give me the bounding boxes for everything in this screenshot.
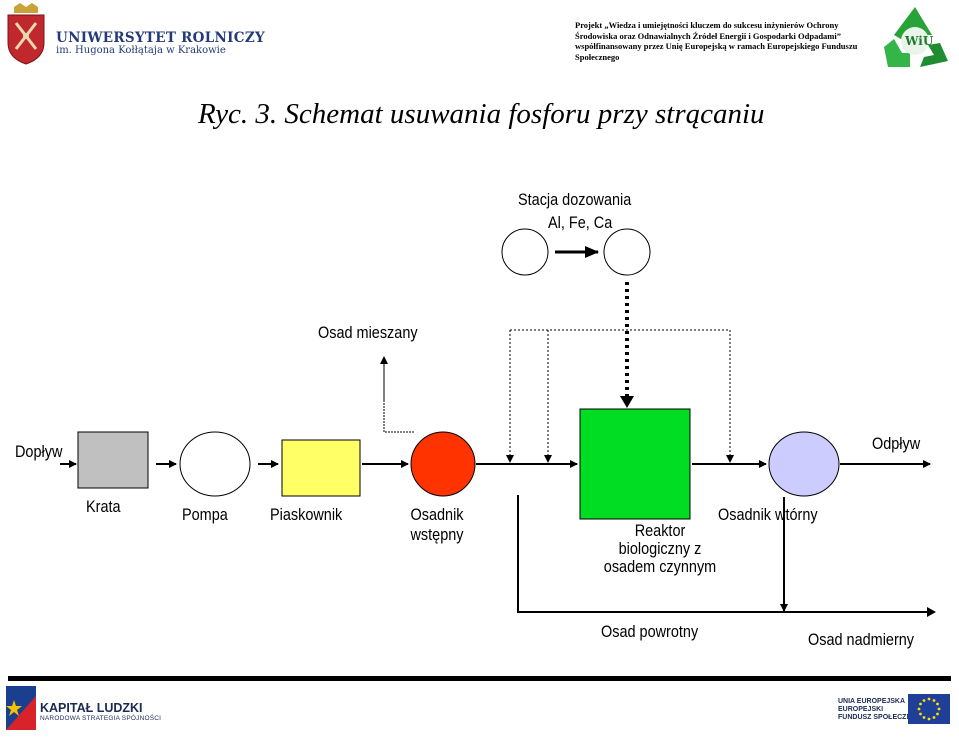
sand-trap-unit bbox=[281, 439, 361, 497]
pump-unit bbox=[179, 431, 251, 497]
mixed-sludge-label: Osad mieszany bbox=[318, 323, 418, 342]
footer-divider bbox=[8, 676, 951, 681]
secondary-settler-label: Osadnik wtórny bbox=[718, 505, 818, 524]
kapital-ludzki-icon bbox=[6, 686, 36, 730]
project-line: współfinansowany przez Unię Europejską w… bbox=[575, 41, 858, 51]
dosing-feed-arrowhead bbox=[620, 396, 634, 408]
sand-trap-label: Piaskownik bbox=[270, 505, 343, 524]
eu-text-line: UNIA EUROPEJSKA bbox=[838, 698, 906, 705]
figure-title: Ryc. 3. Schemat usuwania fosforu przy st… bbox=[198, 98, 765, 130]
university-subtitle: im. Hugona Kołłątaja w Krakowie bbox=[56, 45, 226, 56]
primary-settler-label: Osadnik wstępny bbox=[389, 505, 484, 545]
inflow-label: Dopływ bbox=[15, 442, 63, 461]
return-sludge-arrowhead bbox=[927, 607, 936, 617]
dosing-chemicals-label: Al, Fe, Ca bbox=[548, 213, 613, 232]
reactor-label: Reaktor biologiczny z osadem czynnym bbox=[590, 522, 729, 576]
screen-unit bbox=[77, 431, 149, 489]
eu-flag-icon bbox=[908, 694, 950, 724]
mixed-sludge-line bbox=[383, 358, 414, 433]
recycle-icon bbox=[884, 7, 948, 67]
eu-flag bbox=[908, 694, 950, 724]
primary-settler-unit bbox=[410, 431, 476, 497]
return-sludge-line bbox=[517, 495, 930, 613]
dosing-tank-2 bbox=[603, 228, 651, 276]
project-description: Projekt „Wiedza i umiejętności kluczem d… bbox=[575, 20, 875, 62]
excess-sludge-label: Osad nadmierny bbox=[808, 630, 915, 649]
kapital-ludzki-subtitle: NARODOWA STRATEGIA SPÓJNOŚCI bbox=[40, 715, 162, 722]
outflow-label: Odpływ bbox=[872, 434, 921, 453]
wiu-logo: WiU bbox=[880, 5, 950, 71]
project-line: Środowiska oraz Odnawialnych Źródeł Ener… bbox=[575, 30, 841, 41]
return-sludge-label: Osad powrotny bbox=[601, 622, 699, 641]
reactor-unit bbox=[579, 408, 691, 520]
reactor-label-line: biologiczny z bbox=[618, 539, 702, 558]
secondary-settler-unit bbox=[768, 431, 840, 497]
pump-label: Pompa bbox=[182, 505, 228, 524]
project-line: Społecznego bbox=[575, 51, 620, 62]
university-crest-icon bbox=[7, 3, 45, 65]
reactor-label-line: Reaktor bbox=[634, 521, 686, 540]
dosing-station-label: Stacja dozowania bbox=[518, 190, 632, 209]
primary-settler-label-line: Osadnik bbox=[410, 505, 464, 524]
kapital-ludzki-logo bbox=[6, 686, 36, 730]
university-logo bbox=[6, 3, 46, 65]
project-line: Projekt „Wiedza i umiejętności kluczem d… bbox=[575, 20, 839, 30]
eu-text-line: FUNDUSZ SPOŁECZNY bbox=[838, 714, 917, 721]
eu-text-line: EUROPEJSKI bbox=[838, 706, 884, 713]
screen-label: Krata bbox=[86, 497, 121, 516]
reactor-label-line: osadem czynnym bbox=[603, 557, 717, 576]
primary-settler-label-line: wstępny bbox=[410, 525, 464, 544]
dosing-tank-1 bbox=[501, 228, 549, 276]
wiu-logo-text: WiU bbox=[905, 34, 934, 48]
kapital-ludzki-title: KAPITAŁ LUDZKI bbox=[40, 701, 143, 715]
university-name: UNIWERSYTET ROLNICZY bbox=[56, 30, 265, 46]
